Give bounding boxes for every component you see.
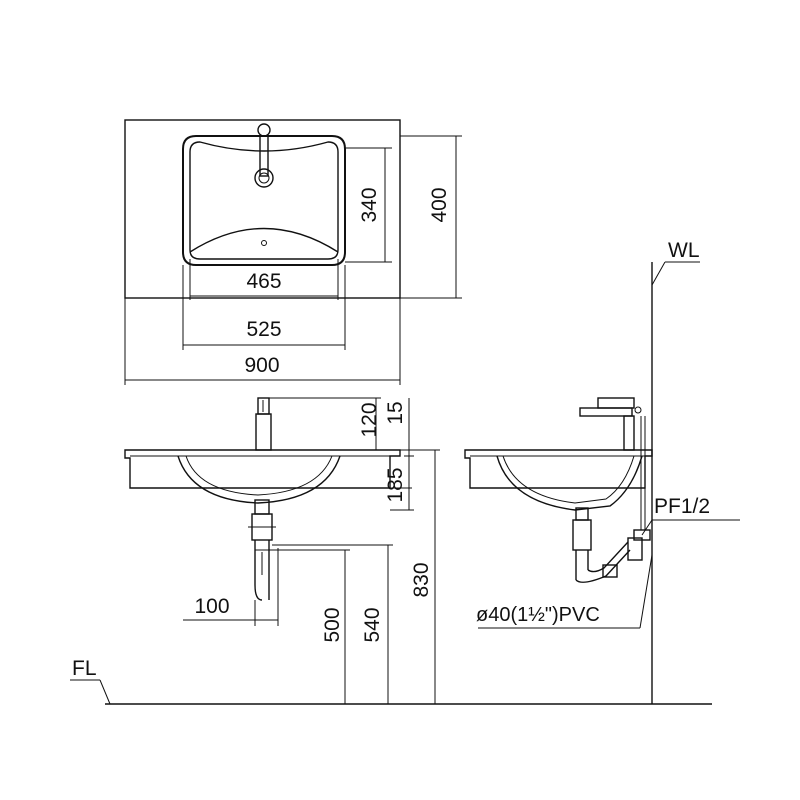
wall-label: WL [668, 239, 700, 262]
side-trap [572, 507, 643, 583]
dim-lip-height: 15 [384, 401, 407, 424]
faucet-front-icon [255, 397, 272, 451]
dim-inner-depth: 340 [358, 187, 381, 222]
basin-outer-rim [182, 135, 346, 266]
dim-total-depth: 400 [428, 187, 451, 222]
dim-rim-height: 830 [410, 562, 433, 597]
floor-label: FL [72, 657, 97, 680]
dim-total-width: 900 [244, 354, 279, 377]
dim-drain-height-2: 540 [361, 607, 384, 642]
basin-inner-bowl [189, 141, 339, 260]
dim-outer-width: 525 [246, 318, 281, 341]
supply-pipe [633, 416, 651, 541]
drain-hole [261, 240, 267, 246]
pipe-label: ø40(1½")PVC [476, 604, 600, 626]
plan-view: 340 400 465 525 900 [124, 119, 462, 385]
faucet-side-icon [579, 397, 642, 451]
side-view: WL [464, 239, 740, 704]
floor-line: FL [70, 657, 712, 705]
dim-drain-height-1: 500 [321, 607, 344, 642]
supply-label: PF1/2 [654, 495, 710, 518]
faucet-plan-icon [254, 123, 274, 188]
front-bowl [177, 455, 341, 504]
front-view: 120 15 185 100 500 540 830 [124, 397, 440, 704]
dim-inner-width: 465 [246, 270, 281, 293]
dim-bowl-depth: 185 [384, 467, 407, 502]
side-bowl [496, 455, 643, 511]
dim-trap-offset: 100 [194, 595, 229, 618]
dim-faucet-height: 120 [358, 402, 381, 437]
